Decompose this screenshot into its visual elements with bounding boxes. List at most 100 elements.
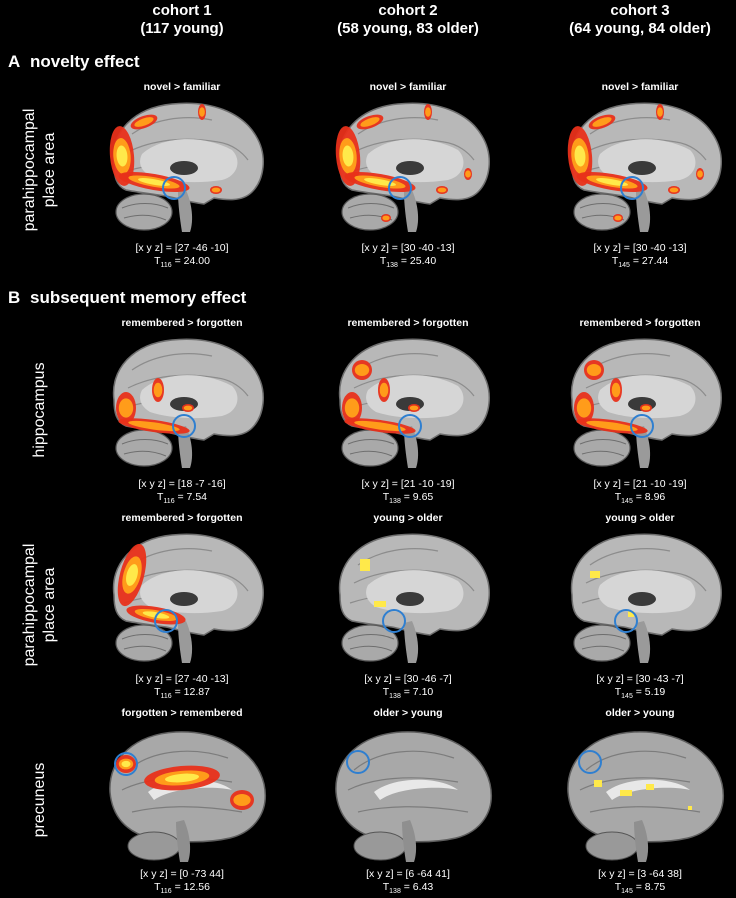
t-statistic: T145 = 8.96 (614, 491, 666, 506)
t-value: = 27.44 (629, 255, 669, 267)
t-degrees-of-freedom: 145 (621, 498, 633, 506)
t-degrees-of-freedom: 145 (618, 262, 630, 270)
t-value: = 5.19 (632, 686, 666, 698)
t-degrees-of-freedom: 145 (621, 888, 633, 896)
roi-circle (382, 609, 406, 633)
section-letter: B (8, 288, 21, 307)
brain-slice-image (112, 338, 264, 468)
peak-coordinates: [x y z] = [30 -40 -13] (361, 242, 455, 254)
t-statistic: T116 = 12.87 (154, 686, 210, 701)
brain-panel: forgotten > remembered [x y z] = [0 -73 4… (82, 706, 282, 898)
contrast-label: remembered > forgotten (579, 317, 701, 329)
peak-coordinates: [x y z] = [27 -40 -13] (135, 673, 229, 685)
peak-coordinates: [x y z] = [3 -64 38] (598, 868, 682, 880)
t-statistic: T138 = 9.65 (382, 491, 434, 506)
peak-coordinates: [x y z] = [30 -43 -7] (596, 673, 684, 685)
t-value: = 9.65 (400, 491, 434, 503)
section-title: subsequent memory effect (30, 288, 247, 307)
peak-coordinates: [x y z] = [6 -64 41] (366, 868, 450, 880)
peak-coordinates: [x y z] = [30 -46 -7] (364, 673, 452, 685)
t-degrees-of-freedom: 138 (386, 262, 398, 270)
t-value: = 6.43 (400, 881, 434, 893)
contrast-label: novel > familiar (601, 81, 679, 93)
roi-circle (620, 176, 644, 200)
contrast-label: older > young (373, 707, 443, 719)
contrast-label: young > older (605, 512, 675, 524)
t-value: = 8.75 (632, 881, 666, 893)
brain-panel: novel > familiar[x y z] = [27 -46 -10]T1… (82, 80, 282, 272)
column-subtitle: (117 young) (140, 20, 224, 37)
column-header-3: cohort 3 (64 young, 84 older) (540, 2, 736, 38)
roi-circle (614, 609, 638, 633)
section-title: novelty effect (30, 52, 140, 71)
t-statistic: T138 = 25.40 (379, 255, 437, 270)
column-title: cohort 3 (610, 2, 670, 19)
brain-slice-image (109, 102, 264, 232)
brain-slice-image (335, 102, 490, 232)
row-label-ppa-memory: parahippocampal place area (21, 543, 58, 667)
contrast-label: remembered > forgotten (121, 317, 243, 329)
t-statistic: T145 = 27.44 (611, 255, 669, 270)
peak-coordinates: [x y z] = [21 -10 -19] (593, 478, 687, 490)
brain-slice-image (112, 533, 264, 663)
t-degrees-of-freedom: 116 (163, 498, 175, 506)
brain-panel: remembered > forgotten[x y z] = [18 -7 -… (82, 316, 282, 508)
t-degrees-of-freedom: 116 (160, 693, 172, 701)
column-subtitle: (58 young, 83 older) (337, 20, 479, 37)
roi-circle (172, 414, 196, 438)
t-statistic: T145 = 8.75 (614, 881, 666, 896)
brain-slice-image (338, 338, 490, 468)
brain-panel: remembered > forgotten [x y z] = [21 -10 … (540, 316, 736, 508)
t-value: = 8.96 (632, 491, 666, 503)
column-subtitle: (64 young, 84 older) (569, 20, 711, 37)
column-title: cohort 2 (378, 2, 438, 19)
t-value: = 25.40 (397, 255, 437, 267)
roi-circle (398, 414, 422, 438)
brain-slice-image (570, 533, 722, 663)
brain-slice-image (335, 731, 492, 862)
brain-slice-image (338, 533, 490, 663)
brain-slice-image (567, 731, 724, 862)
t-statistic: T138 = 6.43 (382, 881, 434, 896)
t-statistic: T116 = 7.54 (157, 491, 208, 506)
peak-coordinates: [x y z] = [0 -73 44] (140, 868, 224, 880)
contrast-label: novel > familiar (369, 81, 447, 93)
contrast-label: young > older (373, 512, 443, 524)
brain-panel: older > young [x y z] = [3 -64 38]T145 = … (540, 706, 736, 898)
roi-circle (162, 176, 186, 200)
t-degrees-of-freedom: 116 (160, 262, 172, 270)
section-letter: A (8, 52, 21, 71)
column-header-1: cohort 1 (117 young) (82, 2, 282, 38)
brain-panel: remembered > forgotten[x y z] = [21 -10 … (308, 316, 508, 508)
t-degrees-of-freedom: 116 (160, 888, 172, 896)
t-statistic: T145 = 5.19 (614, 686, 666, 701)
roi-circle (388, 176, 412, 200)
roi-circle (630, 414, 654, 438)
column-header-2: cohort 2 (58 young, 83 older) (308, 2, 508, 38)
brain-slice-image (109, 731, 266, 862)
brain-slice-image (570, 338, 722, 468)
contrast-label: older > young (605, 707, 675, 719)
t-value: = 12.56 (171, 881, 210, 893)
contrast-label: forgotten > remembered (121, 707, 243, 719)
t-value: = 7.10 (400, 686, 434, 698)
brain-panel: remembered > forgotten [x y z] = [27 -40 … (82, 511, 282, 703)
contrast-label: novel > familiar (143, 81, 221, 93)
roi-circle (346, 750, 370, 774)
brain-panel: young > older[x y z] = [30 -46 -7]T138 =… (308, 511, 508, 703)
row-label-hippocampus: hippocampus (31, 362, 48, 458)
brain-panel: young > older [x y z] = [30 -43 -7]T145 =… (540, 511, 736, 703)
t-value: = 7.54 (174, 491, 208, 503)
brain-slice-image (567, 102, 722, 232)
peak-coordinates: [x y z] = [21 -10 -19] (361, 478, 455, 490)
brain-panel: novel > familiar[x y z] = [30 -40 -13]T1… (540, 80, 736, 272)
row-label-precuneus: precuneus (31, 762, 48, 838)
contrast-label: remembered > forgotten (121, 512, 243, 524)
row-label-ppa-novelty: parahippocampal place area (21, 108, 58, 232)
peak-coordinates: [x y z] = [27 -46 -10] (135, 242, 229, 254)
brain-panel: novel > familiar [x y z] = [30 -40 -13]T1… (308, 80, 508, 272)
t-degrees-of-freedom: 138 (389, 498, 401, 506)
column-title: cohort 1 (152, 2, 212, 19)
